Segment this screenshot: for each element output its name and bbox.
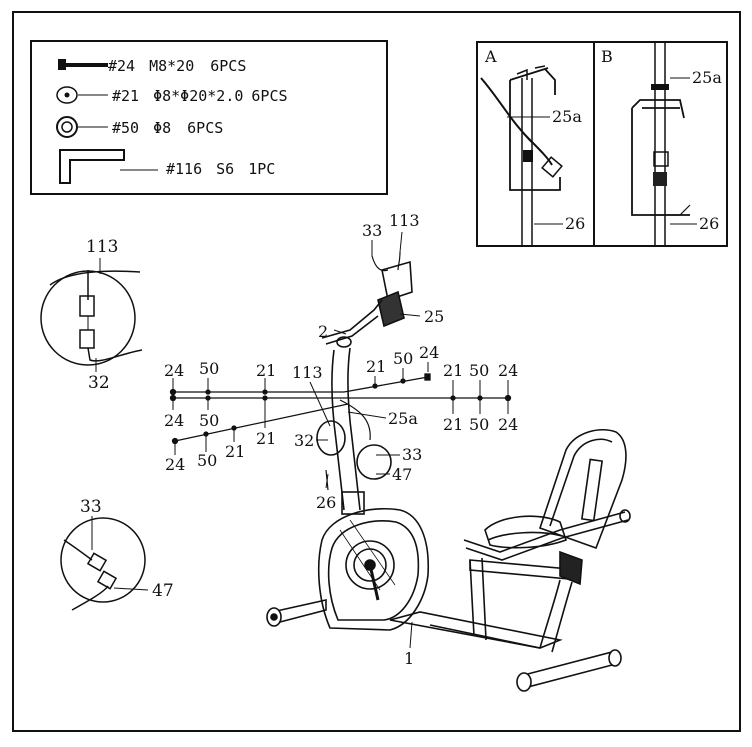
- callout-113-post: 113: [292, 363, 323, 382]
- callout-33-top: 33: [362, 221, 382, 240]
- bolt-icon: [58, 59, 108, 70]
- outer-frame: [12, 11, 741, 732]
- detail-lower-47: 47: [152, 581, 174, 601]
- callout-leaders: [309, 231, 421, 649]
- panel-a-label: A: [484, 47, 497, 66]
- callout-113-top: 113: [389, 211, 420, 230]
- panel-b-callout-25a: 25a: [692, 68, 722, 87]
- detail-circle-upper: [40, 258, 143, 372]
- bike-drawing: [266, 251, 631, 692]
- curved-washer-icon: [56, 86, 108, 104]
- hardware-lines: [169, 362, 512, 455]
- callout-25: 25: [424, 307, 444, 326]
- hw-24-d: 24: [419, 343, 439, 362]
- detail-panels: A 25a 26 B: [476, 41, 728, 247]
- panel-a-callout-25a: 25a: [552, 107, 582, 126]
- panel-b-callout-26: 26: [699, 214, 719, 233]
- callout-2: 2: [318, 322, 328, 341]
- hw-24-a: 24: [164, 361, 184, 380]
- panel-b: B 25a 26: [601, 42, 722, 246]
- hw-21-c: 21: [225, 442, 245, 461]
- panel-a: A 25a 26: [480, 47, 585, 246]
- detail-circle-lower: [60, 516, 149, 611]
- hw-24-f: 24: [498, 415, 518, 434]
- panel-a-callout-26: 26: [565, 214, 585, 233]
- hw-50-b: 50: [199, 411, 219, 430]
- detail-upper-113: 113: [86, 237, 118, 257]
- callout-25a: 25a: [388, 409, 418, 428]
- hw-21-d: 21: [366, 357, 386, 376]
- hw-21-e: 21: [443, 361, 463, 380]
- hw-50-f: 50: [469, 415, 489, 434]
- hw-50-a: 50: [199, 359, 219, 378]
- hardware-callouts: 24 50 21 24 50 21 24 50 21 21 50 24 21 5…: [164, 343, 518, 474]
- hw-21-a: 21: [256, 361, 276, 380]
- hw-24-c: 24: [165, 455, 185, 474]
- hw-50-c: 50: [197, 451, 217, 470]
- hw-24-e: 24: [498, 361, 518, 380]
- washer-icon: [56, 116, 108, 138]
- detail-upper-32: 32: [88, 373, 110, 393]
- callout-32-post: 32: [294, 431, 314, 450]
- callout-33-post: 33: [402, 445, 422, 464]
- panel-b-label: B: [601, 47, 613, 66]
- hw-21-b: 21: [256, 429, 276, 448]
- main-callouts: 33 113 25 2 25a 113 32 33 47 26 1: [292, 211, 444, 668]
- hw-50-d: 50: [393, 349, 413, 368]
- hw-50-e: 50: [469, 361, 489, 380]
- hw-21-f: 21: [443, 415, 463, 434]
- callout-1: 1: [404, 649, 414, 668]
- hw-24-b: 24: [164, 411, 184, 430]
- callout-47-post: 47: [392, 465, 412, 484]
- detail-lower-33: 33: [80, 497, 102, 517]
- callout-26-main: 26: [316, 493, 336, 512]
- allen-key-icon: [59, 149, 158, 184]
